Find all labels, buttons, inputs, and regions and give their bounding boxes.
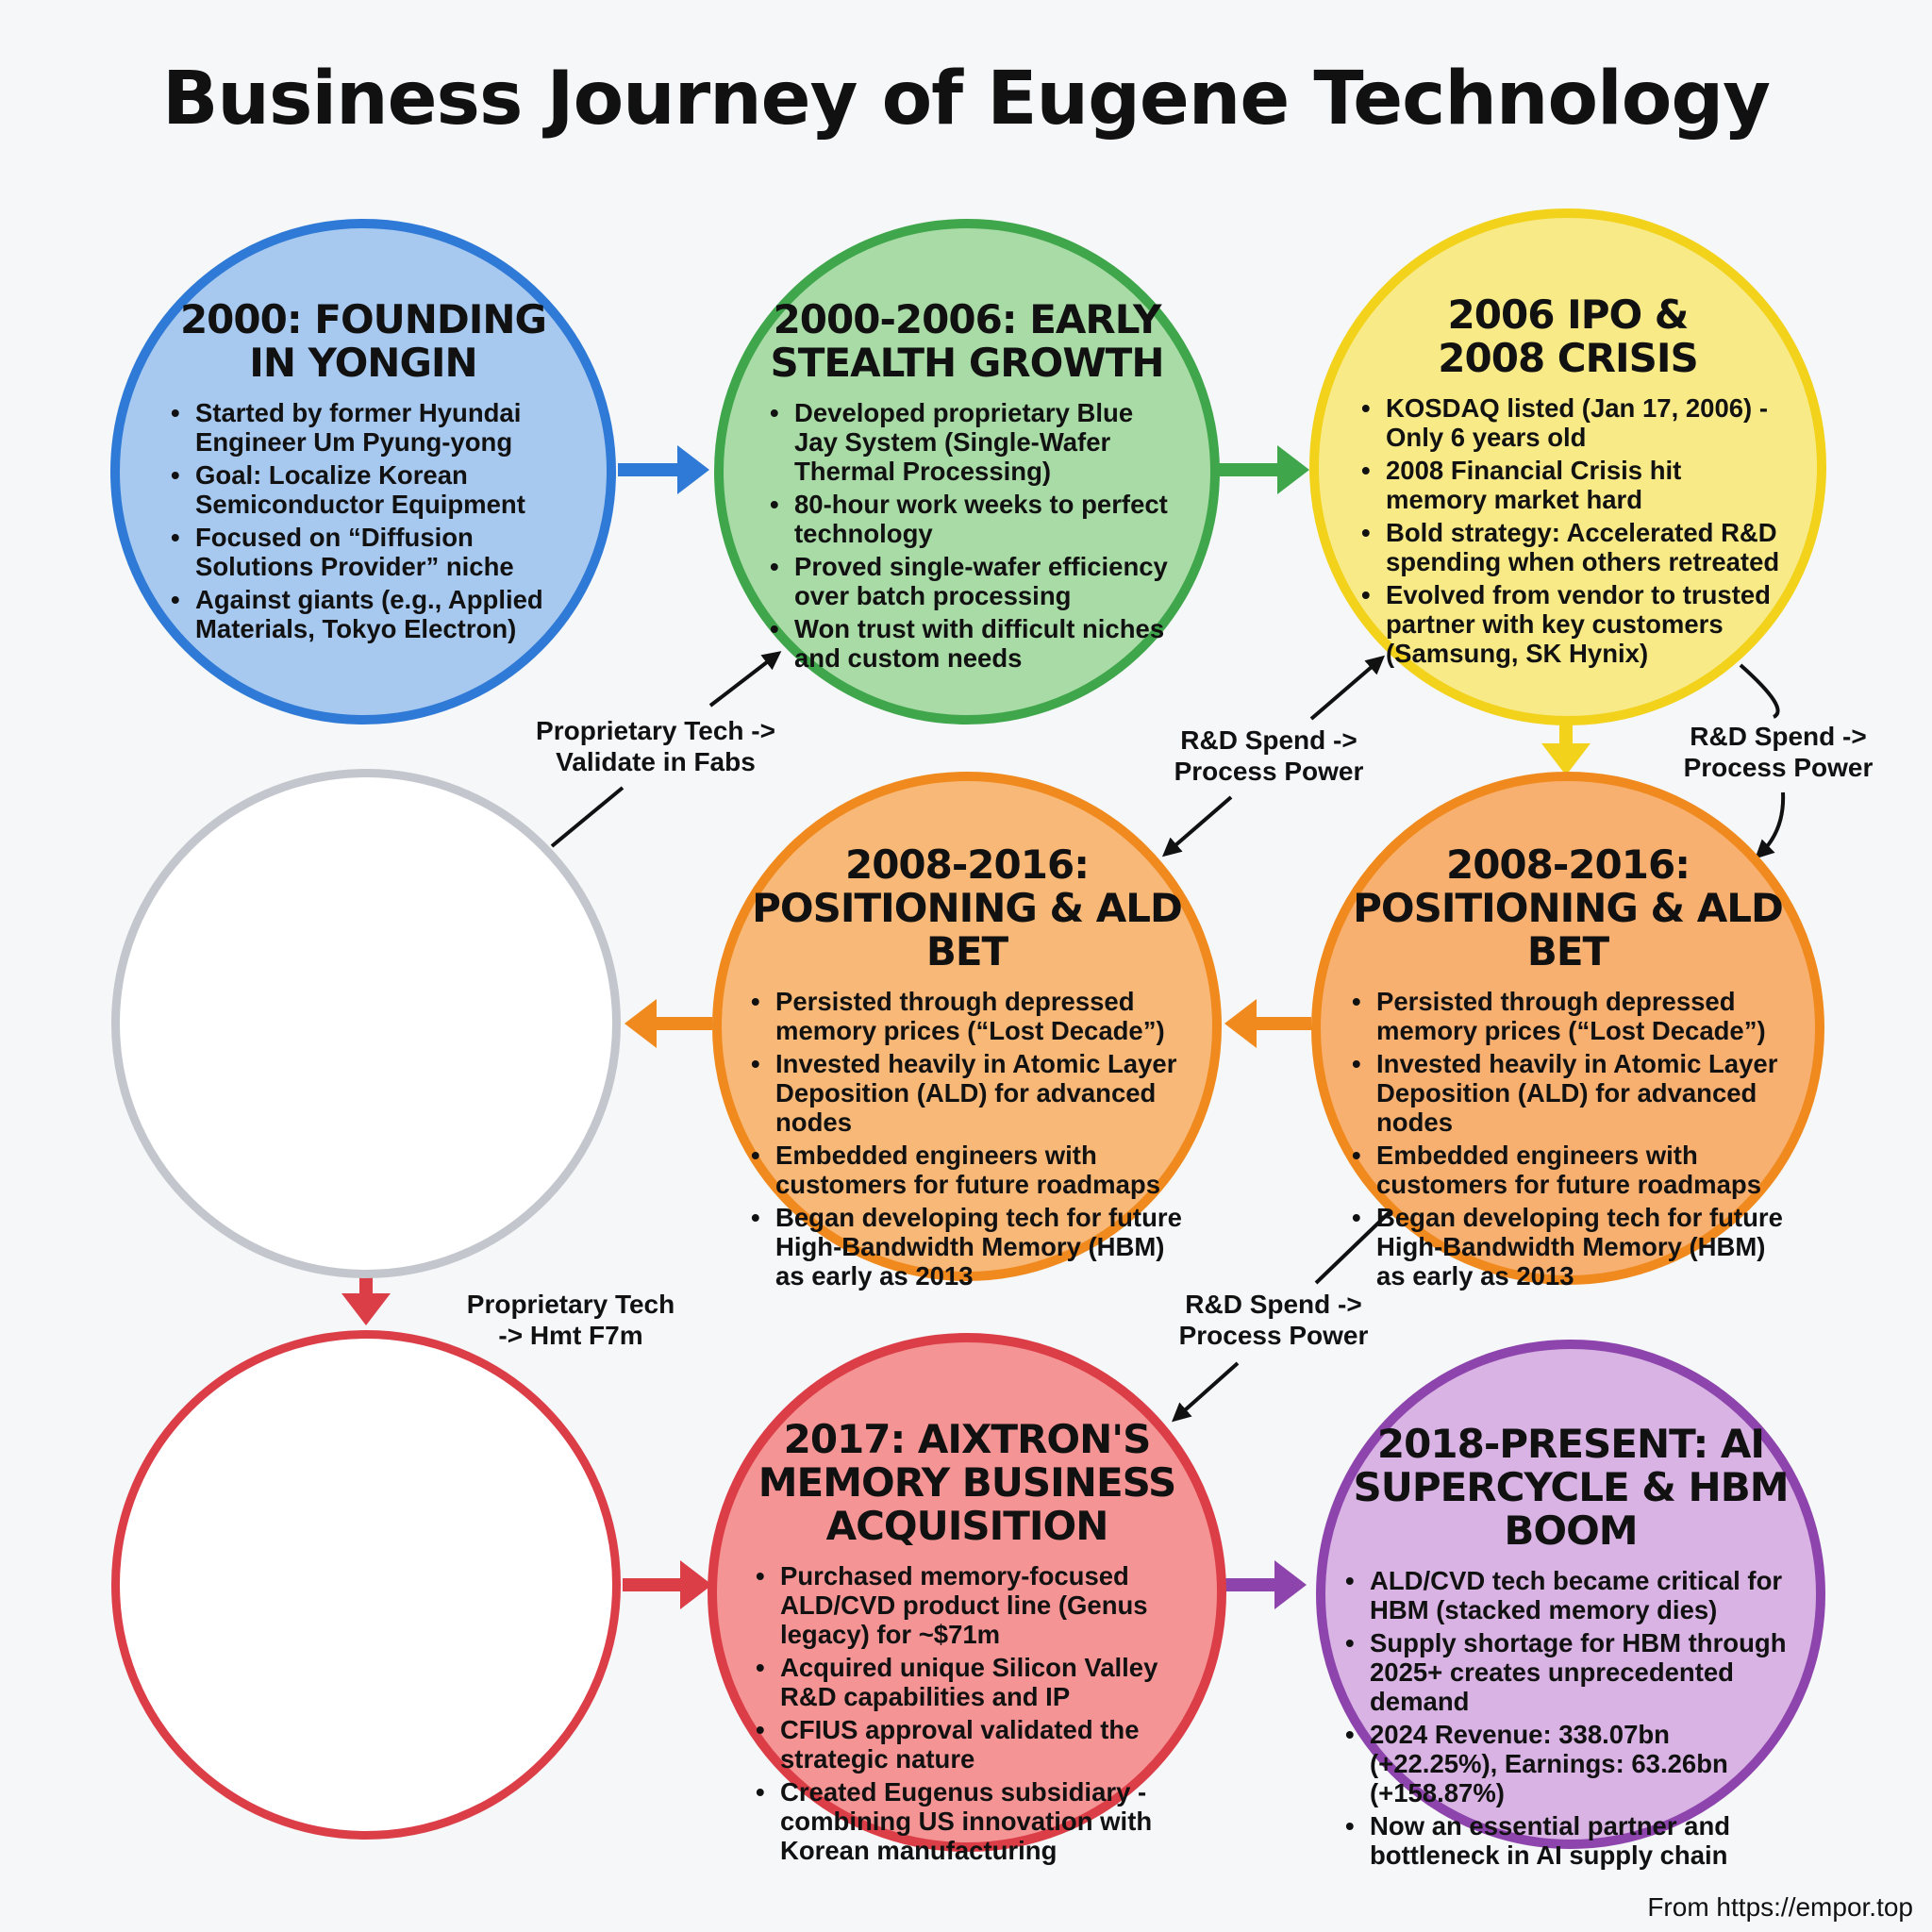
stage-ai-supercycle: 2018-PRESENT: AI SUPERCYCLE & HBM BOOM AL… (1316, 1340, 1825, 1870)
stage-bullet: Persisted through depressed memory price… (1352, 987, 1791, 1045)
stage-bullets: Persisted through depressed memory price… (743, 987, 1191, 1294)
stage-bullet: CFIUS approval validated the strategic n… (756, 1715, 1186, 1774)
stage-bullet: Invested heavily in Atomic Layer Deposit… (1352, 1049, 1791, 1137)
stage-bullet: Now an essential partner and bottleneck … (1345, 1811, 1804, 1870)
stage-ald-bet-left: 2008-2016: POSITIONING & ALD BET Persiste… (712, 772, 1222, 1291)
stage-title: 2008-2016: POSITIONING & ALD BET (752, 841, 1183, 974)
stage-title: 2008-2016: POSITIONING & ALD BET (1353, 841, 1784, 974)
stage-bullet: Invested heavily in Atomic Layer Deposit… (751, 1049, 1191, 1137)
stage-bullet: ALD/CVD tech became critical for HBM (st… (1345, 1566, 1804, 1624)
link-arrow-validate-upper (708, 651, 782, 708)
stage-bullet: Bold strategy: Accelerated R&D spending … (1361, 518, 1782, 576)
stage-bullet: Persisted through depressed memory price… (751, 987, 1191, 1045)
stage-bullet: Against giants (e.g., Applied Materials,… (171, 585, 563, 643)
link-arrow-rd-up (1309, 655, 1386, 721)
flow-arrow-orange-right (1224, 999, 1311, 1048)
link-line-validate-lower (550, 786, 625, 848)
link-arrow-rd-right-bottom (1755, 791, 1786, 859)
stage-bullet: Purchased memory-focused ALD/CVD product… (756, 1561, 1186, 1649)
stage-bullets: Developed proprietary Blue Jay System (S… (762, 398, 1172, 676)
stage-bullet: 2024 Revenue: 338.07bn (+22.25%), Earnin… (1345, 1720, 1804, 1807)
stage-ald-bet-right: 2008-2016: POSITIONING & ALD BET Persiste… (1311, 772, 1824, 1291)
stage-bullet: Proved single-wafer efficiency over batc… (770, 552, 1172, 610)
source-note: From https://empor.top (1647, 1892, 1913, 1922)
stage-bullet: Began developing tech for future High-Ba… (1352, 1203, 1791, 1291)
stage-bullets: Started by former Hyundai Engineer Um Py… (163, 398, 563, 647)
flow-arrow-blue (618, 445, 709, 494)
connector-label-rd-process-2: R&D Spend -> Process Power (1683, 722, 1874, 782)
stage-bullet: Embedded engineers with customers for fu… (1352, 1141, 1791, 1199)
stage-bullet: Started by former Hyundai Engineer Um Py… (171, 398, 563, 457)
stage-bullets: Purchased memory-focused ALD/CVD product… (748, 1561, 1186, 1869)
stage-bullet: Won trust with difficult niches and cust… (770, 614, 1172, 673)
stage-founding: 2000: FOUNDING IN YONGIN Started by forme… (110, 219, 616, 724)
stage-title: 2017: AIXTRON'S MEMORY BUSINESS ACQUISIT… (758, 1416, 1177, 1549)
stage-bullet: 80-hour work weeks to perfect technology (770, 490, 1172, 548)
flow-arrow-orange-left (625, 999, 712, 1048)
stage-bullet: Developed proprietary Blue Jay System (S… (770, 398, 1172, 486)
flow-arrow-red-right (623, 1560, 712, 1609)
stage-bullet: Focused on “Diffusion Solutions Provider… (171, 523, 563, 581)
flow-arrow-green (1219, 445, 1309, 494)
empty-stage-gray (111, 769, 621, 1278)
stage-aixtron-acq: 2017: AIXTRON'S MEMORY BUSINESS ACQUISIT… (708, 1333, 1226, 1865)
stage-bullet: Began developing tech for future High-Ba… (751, 1203, 1191, 1291)
link-arc-rd-right-top (1739, 663, 1780, 719)
link-arrow-rd-down (1161, 795, 1233, 858)
flow-arrow-yellow-down (1541, 722, 1591, 775)
connector-label-rd-process-1: R&D Spend -> Process Power (1174, 725, 1364, 786)
stage-bullet: Acquired unique Silicon Valley R&D capab… (756, 1653, 1186, 1711)
connector-label-hmt-f7m: Proprietary Tech -> Hmt F7m (466, 1290, 675, 1350)
connector-label-validate-fabs: Proprietary Tech -> Validate in Fabs (536, 716, 775, 776)
flow-arrow-red-down (341, 1275, 391, 1325)
link-arrow-rd-lower (1172, 1361, 1240, 1423)
stage-bullet: KOSDAQ listed (Jan 17, 2006) - Only 6 ye… (1361, 393, 1782, 452)
flow-arrow-purple (1224, 1560, 1307, 1609)
stage-bullet: Embedded engineers with customers for fu… (751, 1141, 1191, 1199)
stage-ipo-crisis: 2006 IPO & 2008 CRISIS KOSDAQ listed (Jan… (1309, 208, 1826, 725)
stage-bullets: ALD/CVD tech became critical for HBM (st… (1338, 1566, 1804, 1874)
stage-bullet: Created Eugenus subsidiary - combining U… (756, 1777, 1186, 1865)
stage-stealth-growth: 2000-2006: EARLY STEALTH GROWTH Developed… (714, 219, 1220, 724)
stage-bullet: Goal: Localize Korean Semiconductor Equi… (171, 460, 563, 519)
stage-title: 2000: FOUNDING IN YONGIN (179, 296, 547, 386)
connector-label-rd-process-3: R&D Spend -> Process Power (1178, 1290, 1369, 1350)
page-title: Business Journey of Eugene Technology (161, 57, 1771, 142)
stage-title: 2006 IPO & 2008 CRISIS (1438, 291, 1698, 381)
stage-bullet: Supply shortage for HBM through 2025+ cr… (1345, 1628, 1804, 1716)
stage-bullet: Evolved from vendor to trusted partner w… (1361, 580, 1782, 668)
empty-stage-red (111, 1330, 621, 1840)
stage-bullet: 2008 Financial Crisis hit memory market … (1361, 456, 1782, 514)
stage-bullets: Persisted through depressed memory price… (1344, 987, 1791, 1294)
stage-title: 2000-2006: EARLY STEALTH GROWTH (770, 296, 1165, 386)
stage-title: 2018-PRESENT: AI SUPERCYCLE & HBM BOOM (1353, 1421, 1789, 1554)
stage-bullets: KOSDAQ listed (Jan 17, 2006) - Only 6 ye… (1354, 393, 1782, 672)
